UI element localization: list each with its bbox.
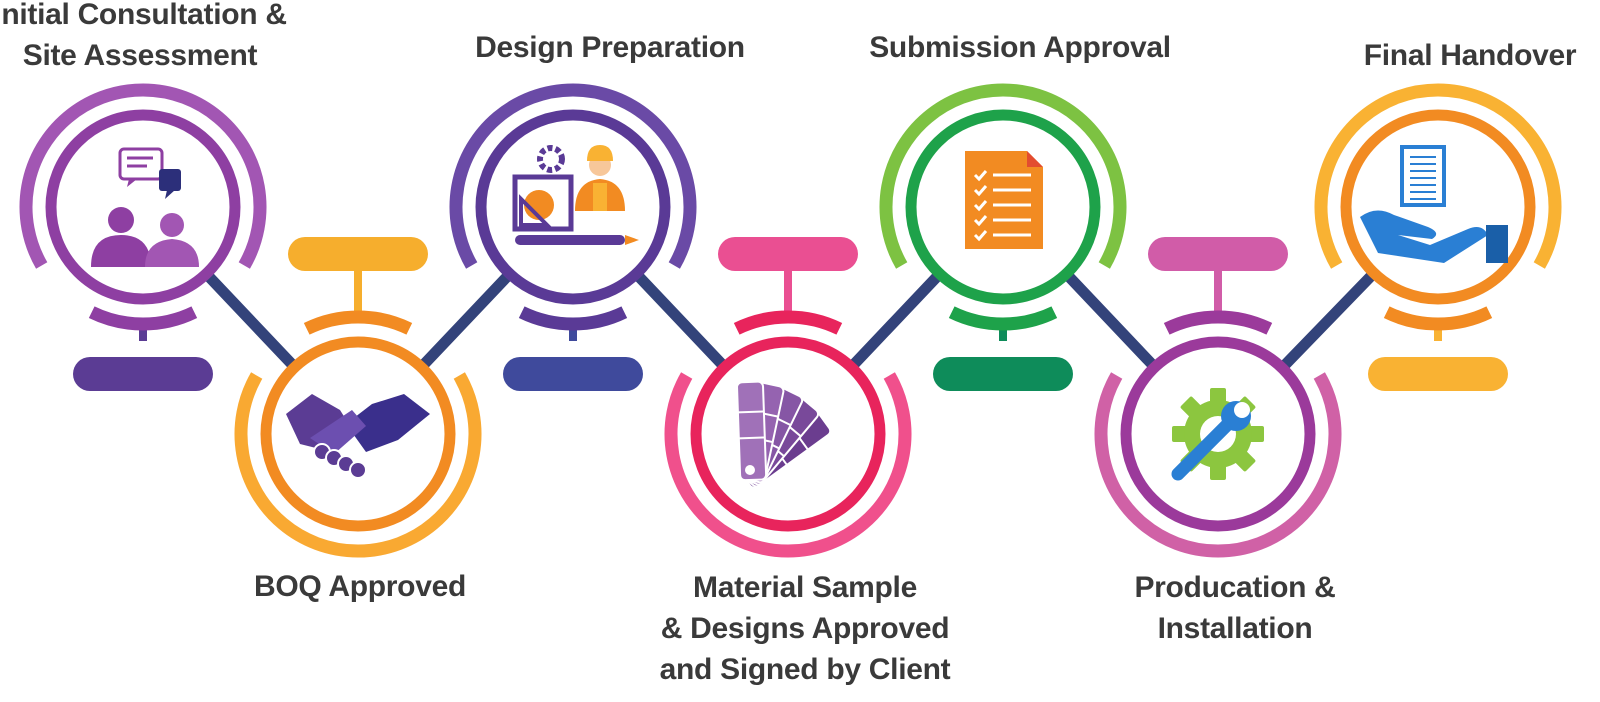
wrench-gear-icon (1171, 388, 1264, 481)
step-4-label: Material Sample & Designs Approved and S… (659, 571, 951, 686)
step-3-pill (503, 357, 643, 391)
step-1-pill (73, 357, 213, 391)
step-7-outer-ring (1314, 83, 1562, 269)
step-1-outer-ring (19, 83, 267, 269)
step-5-pill (933, 357, 1073, 391)
step-1-label: Initial Consultation & Site Assessment (0, 0, 287, 72)
step-7 (1314, 83, 1562, 391)
step-1 (19, 83, 267, 391)
step-3 (449, 83, 697, 391)
step-2 (234, 237, 482, 558)
hand-document-icon (1360, 145, 1508, 263)
step-6 (1094, 237, 1342, 558)
step-6-label: Producation & Installation (1134, 571, 1336, 645)
step-7-label: Final Handover (1363, 39, 1577, 72)
process-steps (19, 83, 1562, 558)
step-3-outer-ring (449, 83, 697, 269)
design-engineer-icon (512, 145, 639, 245)
step-5 (879, 83, 1127, 391)
handshake-icon (286, 394, 430, 479)
document-checklist-icon (965, 151, 1043, 249)
step-2-label: BOQ Approved (254, 570, 466, 603)
step-6-pill (1148, 237, 1288, 271)
step-5-label: Submission Approval (869, 31, 1171, 64)
step-4-pill (718, 237, 858, 271)
step-2-outer-ring (234, 372, 482, 558)
step-3-label: Design Preparation (475, 31, 745, 64)
step-5-outer-ring (879, 83, 1127, 269)
step-4 (664, 237, 912, 558)
step-4-outer-ring (664, 372, 912, 558)
step-7-pill (1368, 357, 1508, 391)
step-1-ring (45, 109, 241, 305)
step-2-pill (288, 237, 428, 271)
step-6-outer-ring (1094, 372, 1342, 558)
material-swatch-icon (736, 380, 832, 489)
consultation-people-icon (91, 147, 199, 267)
